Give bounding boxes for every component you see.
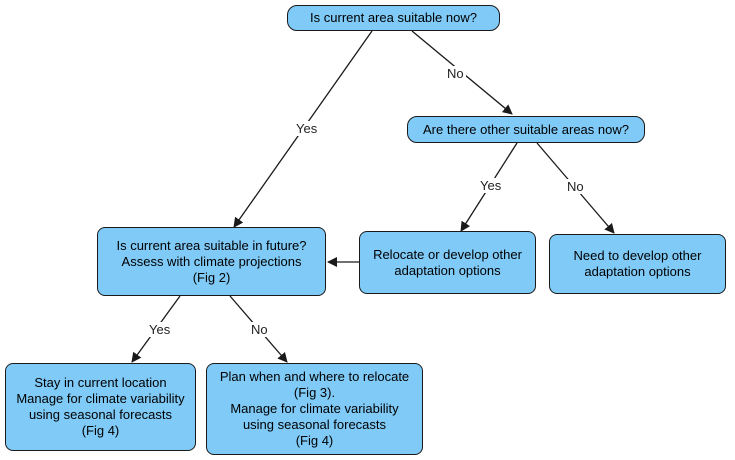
outcome-develop-other-options: Need to develop other adaptation options <box>549 234 726 294</box>
edge-label-q3-yes: Yes <box>147 322 173 337</box>
edge-label-q2-yes: Yes <box>478 178 504 193</box>
question-current-area-suitable-future: Is current area suitable in future? Asse… <box>97 227 326 296</box>
edge-label-q2-no: No <box>565 179 586 194</box>
edge-label-q1-no: No <box>445 66 466 81</box>
edge-label-q1-yes: Yes <box>294 121 320 136</box>
outcome-relocate-or-develop: Relocate or develop other adaptation opt… <box>359 231 536 294</box>
outcome-plan-relocation: Plan when and where to relocate (Fig 3).… <box>206 363 423 455</box>
question-other-suitable-areas-now: Are there other suitable areas now? <box>407 116 645 143</box>
outcome-stay-in-current-location: Stay in current location Manage for clim… <box>5 363 196 451</box>
edge-label-q3-no: No <box>249 322 270 337</box>
question-current-area-suitable-now: Is current area suitable now? <box>287 5 500 31</box>
